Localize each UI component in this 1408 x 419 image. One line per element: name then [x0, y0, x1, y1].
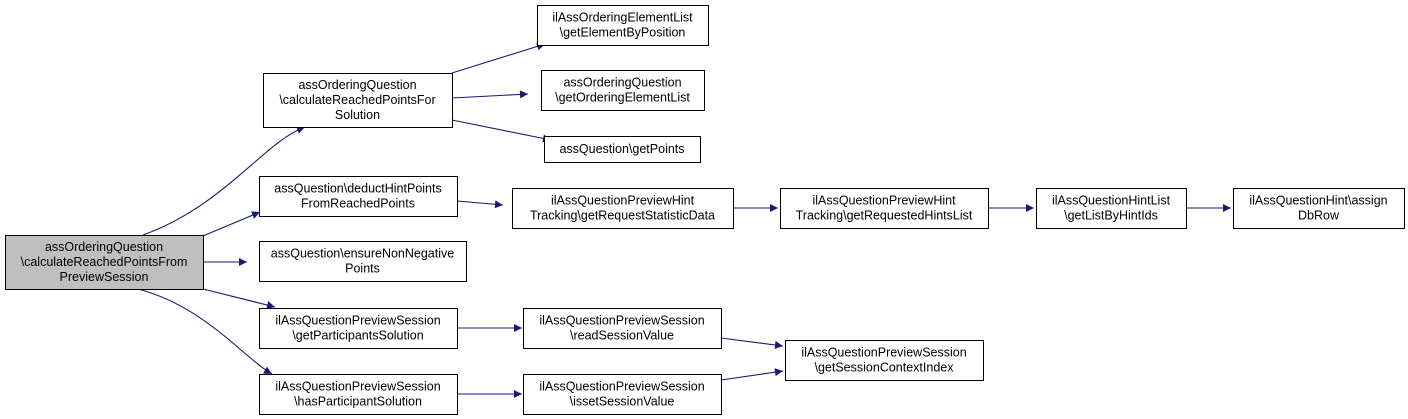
- node-box: [541, 70, 705, 111]
- node-label-line: ilAssQuestionPreviewHint: [551, 194, 695, 208]
- edge-calc-for-solution-to-get-points: [451, 119, 552, 143]
- node-box: [780, 188, 989, 229]
- node-label-line: assQuestion\getPoints: [559, 142, 684, 156]
- node-label-line: \getOrderingElementList: [555, 91, 690, 105]
- node-read-session-value[interactable]: ilAssQuestionPreviewSession\readSessionV…: [523, 308, 722, 349]
- node-get-list-by-hint-ids[interactable]: ilAssQuestionHintList\getListByHintIds: [1036, 188, 1187, 229]
- node-label-line: ilAssQuestionPreviewSession: [275, 380, 440, 394]
- node-label-line: assOrderingQuestion: [298, 78, 416, 92]
- node-box: [544, 136, 701, 163]
- node-label-line: assOrderingQuestion: [45, 240, 163, 254]
- node-label-line: \issetSessionValue: [570, 395, 675, 409]
- node-root[interactable]: assOrderingQuestion\calculateReachedPoin…: [5, 235, 204, 290]
- node-label-line: ilAssQuestionPreviewSession: [539, 380, 704, 394]
- node-get-ordering-element-list[interactable]: assOrderingQuestion\getOrderingElementLi…: [541, 70, 705, 111]
- node-label-line: DbRow: [1298, 209, 1340, 223]
- edge-root-to-get-participants-solution: [202, 288, 276, 309]
- node-label-line: Tracking\getRequestedHintsList: [796, 209, 973, 223]
- node-label-line: ilAssQuestionPreviewSession: [539, 314, 704, 328]
- node-box: [5, 235, 204, 290]
- node-label-line: \getParticipantsSolution: [292, 329, 423, 343]
- node-label-line: PreviewSession: [60, 270, 149, 284]
- node-box: [259, 176, 458, 217]
- node-label-line: ilAssQuestionPreviewHint: [812, 194, 956, 208]
- node-box: [259, 374, 458, 415]
- node-label-line: FromReachedPoints: [301, 197, 415, 211]
- edge-read-session-value-to-get-session-context-index: [720, 337, 784, 349]
- node-box: [259, 308, 458, 349]
- node-get-points[interactable]: assQuestion\getPoints: [544, 136, 701, 163]
- node-label-line: ilAssQuestionPreviewSession: [801, 346, 966, 360]
- node-label-line: Tracking\getRequestStatisticData: [530, 209, 715, 223]
- node-box: [537, 5, 709, 46]
- node-label-line: \calculateReachedPointsFor: [279, 93, 435, 107]
- node-label-line: \getSessionContextIndex: [815, 361, 955, 375]
- node-label-line: Points: [345, 262, 380, 276]
- node-label-line: assQuestion\deductHintPoints: [274, 182, 441, 196]
- node-label-line: \getListByHintIds: [1064, 209, 1158, 223]
- node-box: [1036, 188, 1187, 229]
- edge-calc-for-solution-to-get-element-by-position: [451, 42, 546, 74]
- node-box: [512, 188, 734, 229]
- edge-calc-for-solution-to-get-ordering-element-list: [451, 90, 529, 99]
- edge-deduct-hint-to-get-request-statistic-data: [456, 200, 504, 209]
- node-label-line: ilAssQuestionPreviewSession: [275, 314, 440, 328]
- node-label-line: ilAssQuestionHint\assign: [1249, 194, 1387, 208]
- node-label-line: assOrderingQuestion: [563, 76, 681, 90]
- nodes-layer: assOrderingQuestion\calculateReachedPoin…: [5, 5, 1405, 415]
- node-get-requested-hints-list[interactable]: ilAssQuestionPreviewHintTracking\getRequ…: [780, 188, 989, 229]
- node-box: [523, 308, 722, 349]
- node-get-element-by-position[interactable]: ilAssOrderingElementList\getElementByPos…: [537, 5, 709, 46]
- node-label-line: ilAssQuestionHintList: [1052, 194, 1171, 208]
- node-isset-session-value[interactable]: ilAssQuestionPreviewSession\issetSession…: [523, 374, 722, 415]
- edge-root-to-calc-for-solution: [142, 126, 306, 236]
- edge-root-to-has-participant-solution: [137, 288, 273, 375]
- node-calc-for-solution[interactable]: assOrderingQuestion\calculateReachedPoin…: [263, 73, 453, 128]
- node-box: [259, 241, 467, 282]
- node-label-line: \calculateReachedPointsFrom: [21, 255, 188, 269]
- node-get-participants-solution[interactable]: ilAssQuestionPreviewSession\getParticipa…: [259, 308, 458, 349]
- node-has-participant-solution[interactable]: ilAssQuestionPreviewSession\hasParticipa…: [259, 374, 458, 415]
- node-box: [523, 374, 722, 415]
- node-box: [263, 73, 453, 128]
- node-label-line: assQuestion\ensureNonNegative: [271, 247, 454, 261]
- node-label-line: Solution: [335, 108, 380, 122]
- node-label-line: ilAssOrderingElementList: [552, 11, 693, 25]
- node-box: [785, 340, 984, 381]
- edge-root-to-deduct-hint: [202, 211, 261, 237]
- node-get-session-context-index[interactable]: ilAssQuestionPreviewSession\getSessionCo…: [785, 340, 984, 381]
- node-box: [1233, 188, 1405, 229]
- node-label-line: \getElementByPosition: [560, 26, 686, 40]
- node-deduct-hint[interactable]: assQuestion\deductHintPointsFromReachedP…: [259, 176, 458, 217]
- node-get-request-statistic-data[interactable]: ilAssQuestionPreviewHintTracking\getRequ…: [512, 188, 734, 229]
- node-label-line: \readSessionValue: [570, 329, 674, 343]
- edges-layer: [137, 42, 1231, 398]
- node-label-line: \hasParticipantSolution: [294, 395, 422, 409]
- edge-isset-session-value-to-get-session-context-index: [720, 368, 784, 381]
